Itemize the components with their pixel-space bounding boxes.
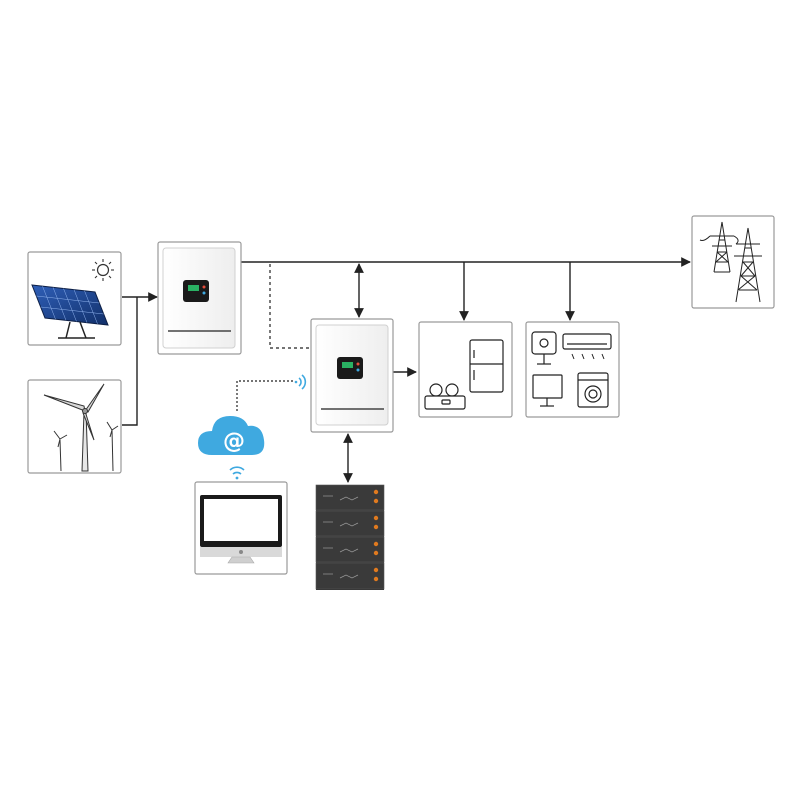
edge-dashed-comm bbox=[269, 264, 310, 349]
power-tower-icon bbox=[699, 221, 762, 303]
solar-panel-node bbox=[27, 251, 122, 346]
computer-monitor-icon bbox=[200, 495, 282, 564]
inverter-main-node bbox=[157, 241, 242, 355]
lamp-icon bbox=[531, 331, 557, 365]
svg-text:@: @ bbox=[223, 429, 245, 454]
cloud-node: @ bbox=[198, 416, 265, 480]
grid-node bbox=[691, 215, 775, 309]
refrigerator-icon bbox=[469, 339, 504, 393]
home-appliances-node bbox=[418, 321, 513, 418]
battery-stack-node bbox=[315, 484, 385, 590]
household-devices-node bbox=[525, 321, 620, 418]
battery-stack-icon bbox=[315, 484, 385, 590]
wind-turbine-icon bbox=[43, 383, 119, 472]
sun-icon bbox=[92, 259, 114, 281]
inverter-icon bbox=[315, 324, 389, 426]
wind-turbine-node bbox=[27, 379, 122, 474]
wifi-icon bbox=[229, 466, 245, 480]
wifi-icon bbox=[294, 374, 307, 390]
connections bbox=[122, 257, 691, 483]
inverter-icon bbox=[162, 247, 236, 349]
air-conditioner-icon bbox=[562, 333, 612, 360]
edge-wind-inverter bbox=[122, 297, 138, 426]
rice-cooker-icon bbox=[424, 383, 466, 410]
tv-icon bbox=[532, 374, 563, 407]
inverter-storage-node bbox=[310, 318, 394, 433]
cloud-at-icon: @ bbox=[198, 416, 265, 455]
washing-machine-icon bbox=[577, 372, 609, 408]
edge-dotted-cloud bbox=[236, 380, 293, 412]
solar-panel-icon bbox=[31, 284, 109, 339]
monitor-node bbox=[194, 481, 288, 575]
